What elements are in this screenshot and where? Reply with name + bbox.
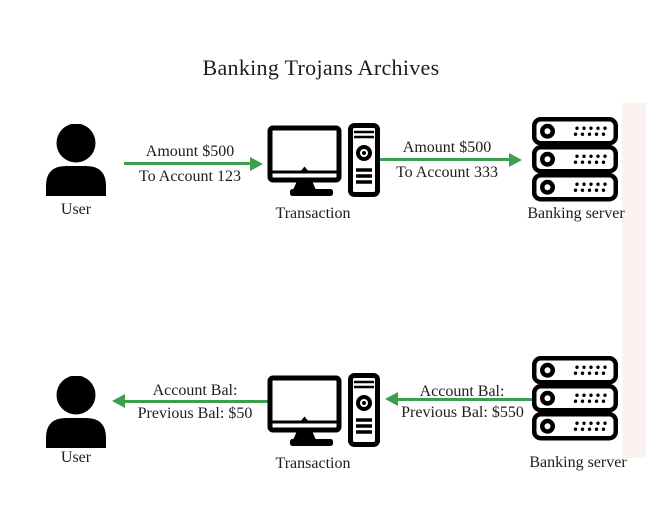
top-user-label: User (60, 201, 92, 218)
top-arrow1-text-line1: Amount $500 (145, 143, 235, 160)
banking-server-icon (532, 356, 618, 441)
bottom-user-label: User (60, 449, 92, 466)
banking-server-icon (532, 117, 618, 202)
top-arrow2-text-line1: Amount $500 (402, 139, 492, 156)
right-arrow-icon (509, 153, 522, 167)
bottom-arrow2-text-line1: Account Bal: (419, 383, 505, 400)
page-title: Banking Trojans Archives (202, 55, 440, 80)
transaction-computer-icon (267, 123, 380, 197)
bottom-arrow2-text-line2: Previous Bal: $550 (401, 404, 524, 421)
transaction-computer-icon (267, 373, 380, 447)
top-transaction-label: Transaction (275, 205, 351, 222)
top-arrow1-text-line2: To Account 123 (139, 168, 241, 185)
bottom-arrow1-text-line2: Previous Bal: $50 (137, 405, 253, 422)
bottom-server-label: Banking server (529, 454, 627, 471)
top-server-label: Banking server (527, 205, 625, 222)
left-arrow-icon (385, 392, 398, 406)
bottom-arrow1-text-line1: Account Bal: (152, 382, 238, 399)
user-icon (46, 376, 106, 448)
left-arrow-icon (112, 394, 125, 408)
page-side-strip (622, 103, 646, 458)
bottom-transaction-label: Transaction (275, 455, 351, 472)
top-arrow2-text-line2: To Account 333 (396, 164, 498, 181)
bottom-arrow2-line (398, 398, 532, 401)
bottom-arrow1-line (125, 400, 268, 403)
user-icon (46, 124, 106, 196)
top-arrow2-line (380, 158, 510, 161)
top-arrow1-line (124, 162, 252, 165)
right-arrow-icon (250, 157, 263, 171)
